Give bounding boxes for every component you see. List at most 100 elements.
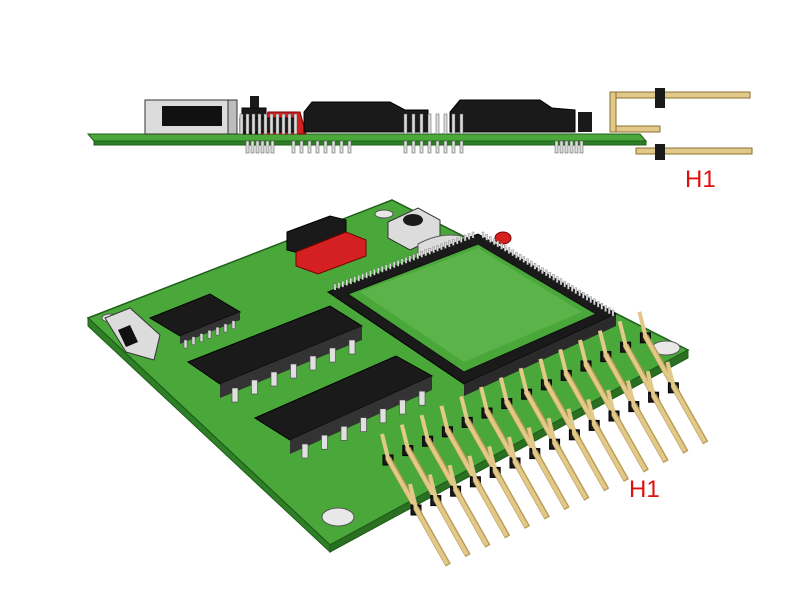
qfp-pin [444,242,447,249]
qfp-pin [467,233,471,240]
header-pin-stub [459,395,470,421]
side-view-pcb [86,133,648,142]
qfp-pin [593,298,596,306]
side-view-pin [403,140,408,154]
qfp-pin [582,292,585,299]
header-pin-stub [546,417,557,443]
dip-pin [418,390,426,406]
qfp-pin [377,267,380,274]
qfp-pin [589,296,592,303]
qfp-pin [515,251,518,259]
side-view-pin [265,140,270,154]
qfp-pin [522,256,526,263]
side-view-pin [579,140,584,154]
header-pin-stub [617,320,628,346]
dip-pin [309,355,317,371]
side-view-pins [239,113,584,154]
side-view-pin [291,140,296,154]
qfp-pin [361,273,364,280]
qfp-pin [556,276,559,283]
side-view [86,88,753,160]
side-view-pin [427,140,432,154]
dip-pin [270,371,278,387]
side-view-pin [307,140,312,154]
qfp-pin [420,251,423,258]
header-pin-stub [637,311,648,337]
header-pin-stub [538,358,549,384]
dip-pin [329,347,336,363]
side-view-pin [564,140,569,154]
header-pin-stub [558,348,569,374]
side-view-pin [315,140,320,154]
side-view-small-part [578,112,592,132]
side-view-top-pin [263,113,268,135]
header-pin [670,383,707,443]
header-pin-stub [380,433,390,459]
dip-pin [399,399,406,415]
qfp-pin [333,283,337,291]
header-pin [650,393,687,453]
qfp-pin [460,236,463,243]
dip-pin [348,339,356,355]
qfp-pin [373,268,376,276]
dip-pin [360,417,367,432]
qfp-pin [518,254,522,261]
iso-qfp-pins [333,231,615,317]
dip-pin [251,379,258,395]
qfp-pin [456,237,459,245]
side-view-top-pin [251,113,256,135]
header-pin-stub [578,339,588,365]
header-pin-stub [408,483,418,509]
header-pin-stub [606,389,616,415]
qfp-pin [337,282,341,289]
qfp-pin [428,248,431,255]
qfp-pin [500,242,503,250]
header-pin-stub [518,367,529,393]
side-view-top-pin [451,113,456,135]
iso-dip-chip-1-pins [231,339,356,403]
qfp-pin [341,280,345,288]
side-view-top-pin [403,113,408,135]
header-pin-stub [645,370,656,396]
side-view-pin [459,140,464,154]
header-pin-stub [479,386,489,412]
iso-dip-chip-2-pins [301,390,426,459]
side-view-header [609,88,753,160]
side-view-pin [347,140,352,154]
qfp-pin [448,240,451,248]
side-view-pin [451,140,456,154]
qfp-pin [507,247,511,254]
qfp-pin [541,267,544,274]
qfp-pin [396,260,400,267]
side-view-pin [419,140,424,154]
header-pin-stub [399,424,410,450]
qfp-pin [496,240,500,248]
side-view-top-pin [427,113,432,135]
qfp-pin [400,258,404,265]
header-pin-stub [625,380,636,406]
side-view-pin [299,140,304,154]
side-view-pin [559,140,564,154]
header-pin-stub [665,361,676,387]
side-view-pin [323,140,328,154]
side-view-pin [339,140,344,154]
header-pin [512,459,548,519]
side-view-pin [574,140,579,154]
header-pin-stub [487,445,498,471]
qfp-pin [485,234,488,241]
side-view-pin [569,140,574,154]
iso-soic [148,293,242,344]
header-pin-stub [597,330,608,356]
qfp-pin [432,246,435,254]
qfp-pin [492,238,496,245]
qfp-pin [463,234,467,242]
qfp-pin [471,231,475,239]
qfp-pin [608,307,611,314]
side-view-pin [250,140,255,154]
iso-slide-switch-left [104,307,161,361]
header-pin [433,496,469,556]
qfp-pin [424,249,427,256]
header-pin-stub [498,377,509,403]
